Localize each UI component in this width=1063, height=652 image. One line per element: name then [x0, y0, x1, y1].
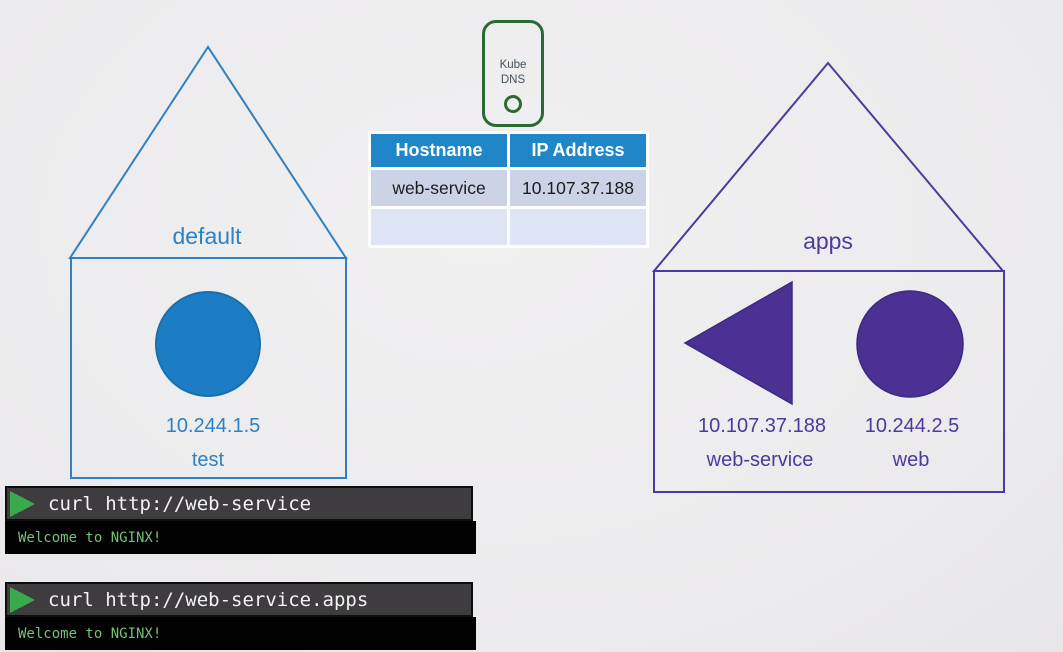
terminal-1-command: curl http://web-service [48, 492, 312, 515]
terminal-2-output-area: Welcome to NGINX! [5, 617, 476, 650]
dns-table-cell-ip [510, 209, 646, 245]
terminal-2-command-bar: curl http://web-service.apps [5, 582, 473, 617]
dns-table-cell-hostname: web-service [371, 170, 507, 206]
pod-web-circle [856, 290, 964, 398]
kube-dns-label-text: Kube DNS [499, 59, 527, 86]
dns-table: Hostname IP Address web-service 10.107.3… [368, 131, 649, 248]
apps-namespace-label: apps [803, 228, 853, 254]
terminal-1-output: Welcome to NGINX! [18, 529, 162, 546]
terminal-1-command-bar: curl http://web-service [5, 486, 473, 521]
dns-table-row-empty [371, 209, 646, 245]
pod-test-name-label: test [191, 449, 225, 471]
service-web-service-ip-label: 10.107.37.188 [698, 415, 826, 437]
pod-test-circle [155, 291, 261, 397]
pod-web-ip-label: 10.244.2.5 [864, 415, 960, 437]
dns-table-header-hostname: Hostname [371, 134, 507, 167]
dns-table-cell-ip: 10.107.37.188 [510, 170, 646, 206]
apps-namespace-body [653, 270, 1005, 493]
pod-web-name-label: web [892, 449, 930, 471]
default-namespace-body [70, 257, 347, 479]
terminal-2-output: Welcome to NGINX! [18, 625, 162, 642]
service-web-service-name-label: web-service [706, 449, 814, 471]
kube-dns-port-icon [504, 95, 522, 113]
play-icon [10, 586, 35, 613]
service-web-service-triangle [683, 280, 793, 406]
terminal-window-2: curl http://web-service.apps Welcome to … [5, 582, 476, 650]
play-icon [10, 490, 35, 517]
terminal-1-output-area: Welcome to NGINX! [5, 521, 476, 554]
dns-table-header-row: Hostname IP Address [371, 134, 646, 167]
kube-dns-node: Kube DNS [482, 20, 544, 127]
kube-dns-label: Kube DNS [485, 58, 541, 88]
terminal-2-command: curl http://web-service.apps [48, 588, 369, 611]
dns-table-row: web-service 10.107.37.188 [371, 170, 646, 206]
dns-table-cell-hostname [371, 209, 507, 245]
dns-table-header-ip: IP Address [510, 134, 646, 167]
terminal-window-1: curl http://web-service Welcome to NGINX… [5, 486, 476, 554]
pod-test-ip-label: 10.244.1.5 [165, 415, 261, 437]
default-namespace-label: default [172, 223, 242, 249]
